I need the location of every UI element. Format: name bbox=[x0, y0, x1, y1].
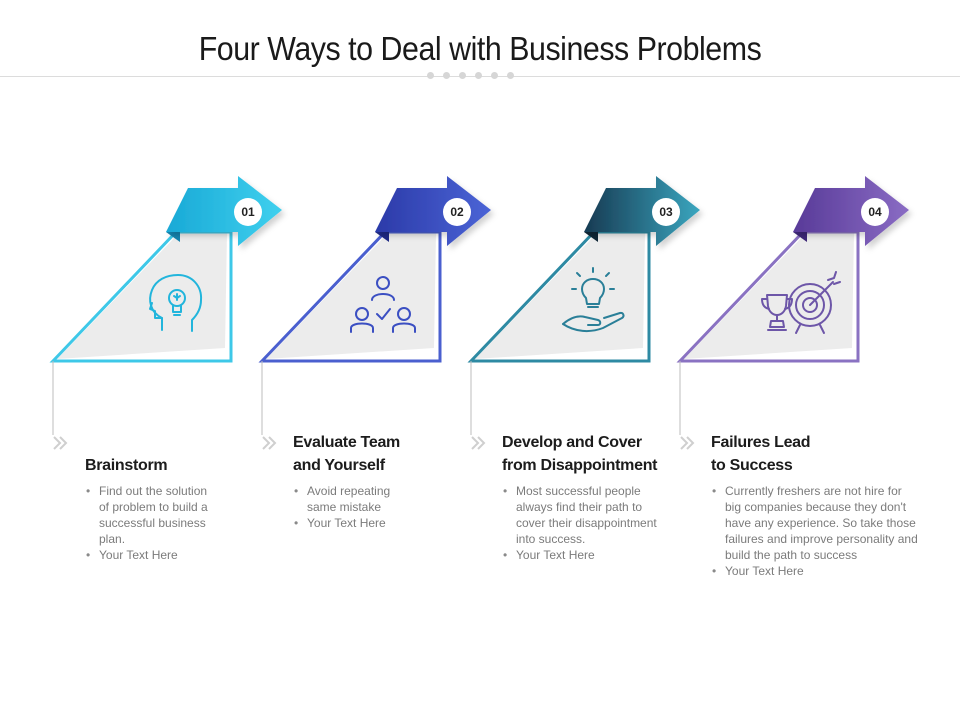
team-check-icon bbox=[350, 276, 416, 333]
chevron-right-icon bbox=[680, 436, 695, 450]
step-2-heading: Evaluate Team and Yourself bbox=[293, 434, 400, 474]
step-4-bullets: Currently freshers are not hire for big … bbox=[711, 483, 921, 579]
head-lightbulb-icon bbox=[149, 274, 203, 332]
list-item: Most successful people always find their… bbox=[502, 483, 667, 547]
step-1-graphic: 01 bbox=[49, 176, 282, 450]
step-2-number: 02 bbox=[450, 205, 464, 219]
step-4-number: 04 bbox=[868, 205, 882, 219]
chevron-right-icon bbox=[53, 436, 68, 450]
list-item: Your Text Here bbox=[85, 547, 215, 563]
step-1-number-badge bbox=[234, 198, 262, 226]
hand-lightbulb-icon bbox=[562, 267, 625, 333]
chevron-right-icon bbox=[262, 436, 277, 450]
step-3-number: 03 bbox=[659, 205, 673, 219]
list-item: Currently freshers are not hire for big … bbox=[711, 483, 921, 563]
list-item: Your Text Here bbox=[502, 547, 667, 563]
step-3-graphic: 03 bbox=[467, 176, 700, 450]
step-3-number-badge bbox=[652, 198, 680, 226]
trophy-target-icon bbox=[761, 271, 841, 334]
list-item: Your Text Here bbox=[293, 515, 413, 531]
list-item: Avoid repeating same mistake bbox=[293, 483, 413, 515]
step-4-graphic: 04 bbox=[676, 176, 909, 450]
step-1-number: 01 bbox=[241, 205, 255, 219]
step-4-heading: Failures Lead to Success bbox=[711, 434, 811, 474]
step-1-bullets: Find out the solution of problem to buil… bbox=[85, 483, 215, 563]
step-4-number-badge bbox=[861, 198, 889, 226]
step-3-heading: Develop and Cover from Disappointment bbox=[502, 434, 658, 474]
list-item: Your Text Here bbox=[711, 563, 921, 579]
step-1-heading: Brainstorm bbox=[85, 457, 168, 474]
step-3-bullets: Most successful people always find their… bbox=[502, 483, 667, 563]
step-2-number-badge bbox=[443, 198, 471, 226]
title-dots bbox=[427, 72, 514, 79]
page-title: Four Ways to Deal with Business Problems bbox=[198, 30, 762, 67]
step-2-graphic: 02 bbox=[258, 176, 491, 450]
step-2-bullets: Avoid repeating same mistake Your Text H… bbox=[293, 483, 413, 531]
list-item: Find out the solution of problem to buil… bbox=[85, 483, 215, 547]
chevron-right-icon bbox=[471, 436, 486, 450]
